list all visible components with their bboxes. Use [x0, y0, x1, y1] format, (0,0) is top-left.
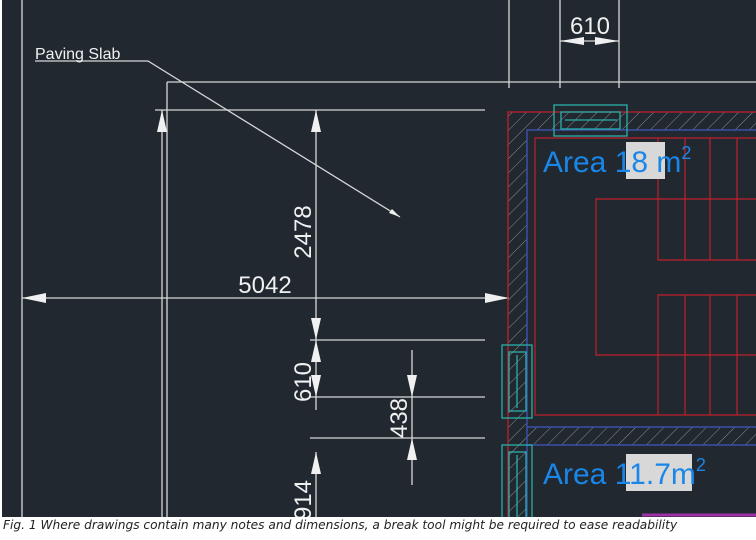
dimension-914: 914 — [290, 480, 317, 517]
area-value: 11.7 — [615, 458, 671, 491]
area-value: 18 — [615, 146, 648, 179]
dimension-5042: 5042 — [238, 272, 291, 299]
building-plan — [501, 104, 756, 526]
dimension-arrows — [22, 37, 619, 474]
area-unit: m — [671, 458, 696, 491]
area-prefix: Area — [543, 146, 615, 179]
dimension-438: 438 — [386, 398, 413, 438]
room-area-label-1[interactable]: Area 18 m2 — [543, 142, 691, 179]
room-area-label-2[interactable]: Area 11.7m2 — [543, 454, 706, 491]
dimension-610-vertical: 610 — [290, 362, 317, 402]
figure-caption: Fig. 1 Where drawings contain many notes… — [3, 518, 678, 532]
cad-drawing-canvas[interactable]: Paving Slab 610 5042 2478 610 438 914 — [2, 0, 756, 526]
paving-slab-label: Paving Slab — [35, 46, 120, 63]
area-unit: m — [648, 146, 681, 179]
window-top — [553, 104, 628, 137]
cad-drawing: Paving Slab 610 5042 2478 610 438 914 — [21, 0, 756, 526]
window-left-1 — [501, 344, 533, 419]
area-prefix: Area — [543, 458, 615, 491]
staircase — [534, 137, 756, 416]
dimension-2478: 2478 — [290, 205, 317, 258]
dimension-lines — [21, 0, 756, 517]
area-exponent: 2 — [681, 143, 691, 163]
dimension-top-610: 610 — [570, 13, 610, 40]
svg-text:Area 11.7m2: Area 11.7m2 — [543, 455, 706, 491]
svg-text:Area 18 m2: Area 18 m2 — [543, 143, 691, 179]
area-exponent: 2 — [696, 455, 706, 475]
